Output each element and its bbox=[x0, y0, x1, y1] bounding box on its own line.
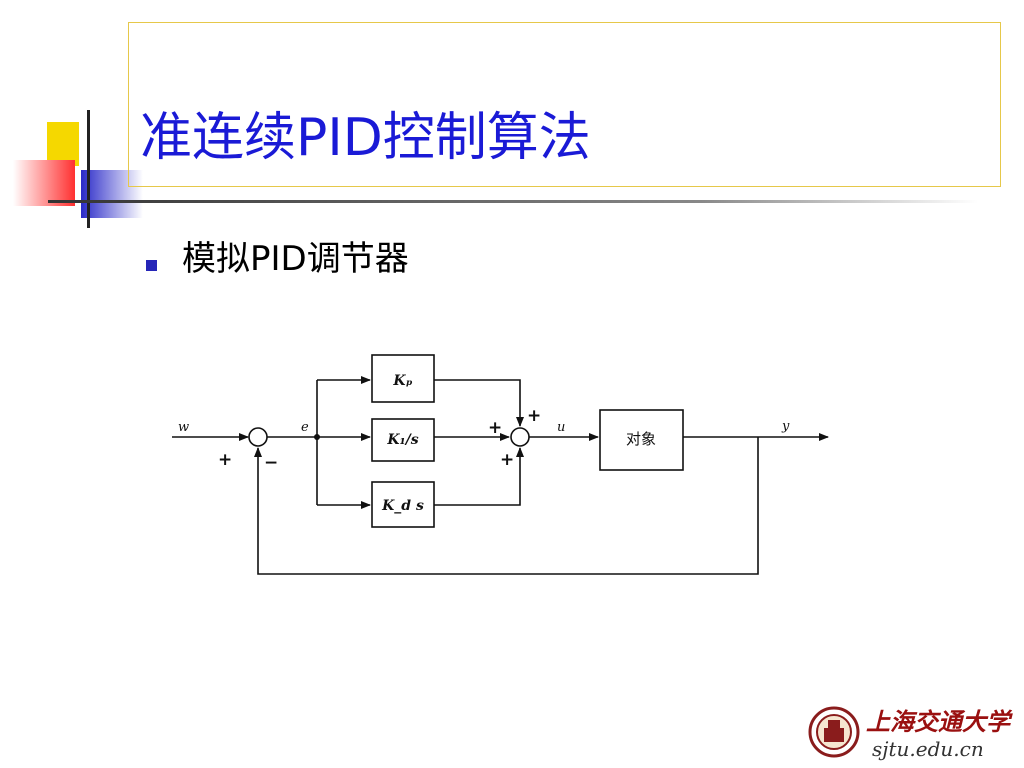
control-label: u bbox=[557, 420, 565, 435]
error-label: e bbox=[301, 420, 309, 435]
plant-block bbox=[599, 409, 684, 471]
kp-label: Kₚ bbox=[392, 373, 412, 389]
branch-point bbox=[314, 434, 320, 440]
plant-label: 对象 bbox=[626, 430, 656, 448]
red-square bbox=[13, 160, 75, 206]
sum2-plus-bottom: + bbox=[500, 450, 514, 470]
bullet-marker bbox=[146, 260, 157, 271]
feedback-line bbox=[254, 437, 759, 575]
p-path-out bbox=[434, 379, 524, 427]
input-label: w bbox=[178, 420, 189, 435]
university-logo: 上海交通大学 sjtu.edu.cn bbox=[806, 700, 1020, 764]
title-frame bbox=[128, 22, 1001, 187]
blue-square bbox=[81, 170, 143, 218]
output-label: y bbox=[781, 419, 790, 434]
logo-url: sjtu.edu.cn bbox=[872, 737, 984, 761]
sum2-plus-left: + bbox=[488, 418, 502, 438]
logo-cn-name: 上海交通大学 bbox=[866, 707, 1013, 736]
sum2-plus-top: + bbox=[527, 406, 541, 426]
d-path-out bbox=[434, 447, 524, 506]
bullet-text: 模拟PID调节器 bbox=[182, 239, 409, 279]
sum1-minus-sign: − bbox=[264, 453, 278, 473]
summing-junction-1 bbox=[248, 427, 268, 447]
ki-block bbox=[371, 418, 435, 462]
title-decoration bbox=[0, 100, 980, 230]
vertical-rule bbox=[87, 110, 90, 228]
horizontal-rule bbox=[48, 200, 978, 203]
ki-label: K₁/s bbox=[386, 432, 418, 448]
kp-block bbox=[371, 354, 435, 403]
yellow-square bbox=[47, 122, 79, 166]
summing-junction-2 bbox=[510, 427, 530, 447]
pid-block-diagram: w e u y Kₚ K₁/s K_d s 对象 + − + + + bbox=[160, 340, 850, 590]
sum1-plus-sign: + bbox=[218, 450, 232, 470]
kd-label: K_d s bbox=[381, 498, 424, 514]
slide-title: 准连续PID控制算法 bbox=[140, 108, 591, 168]
